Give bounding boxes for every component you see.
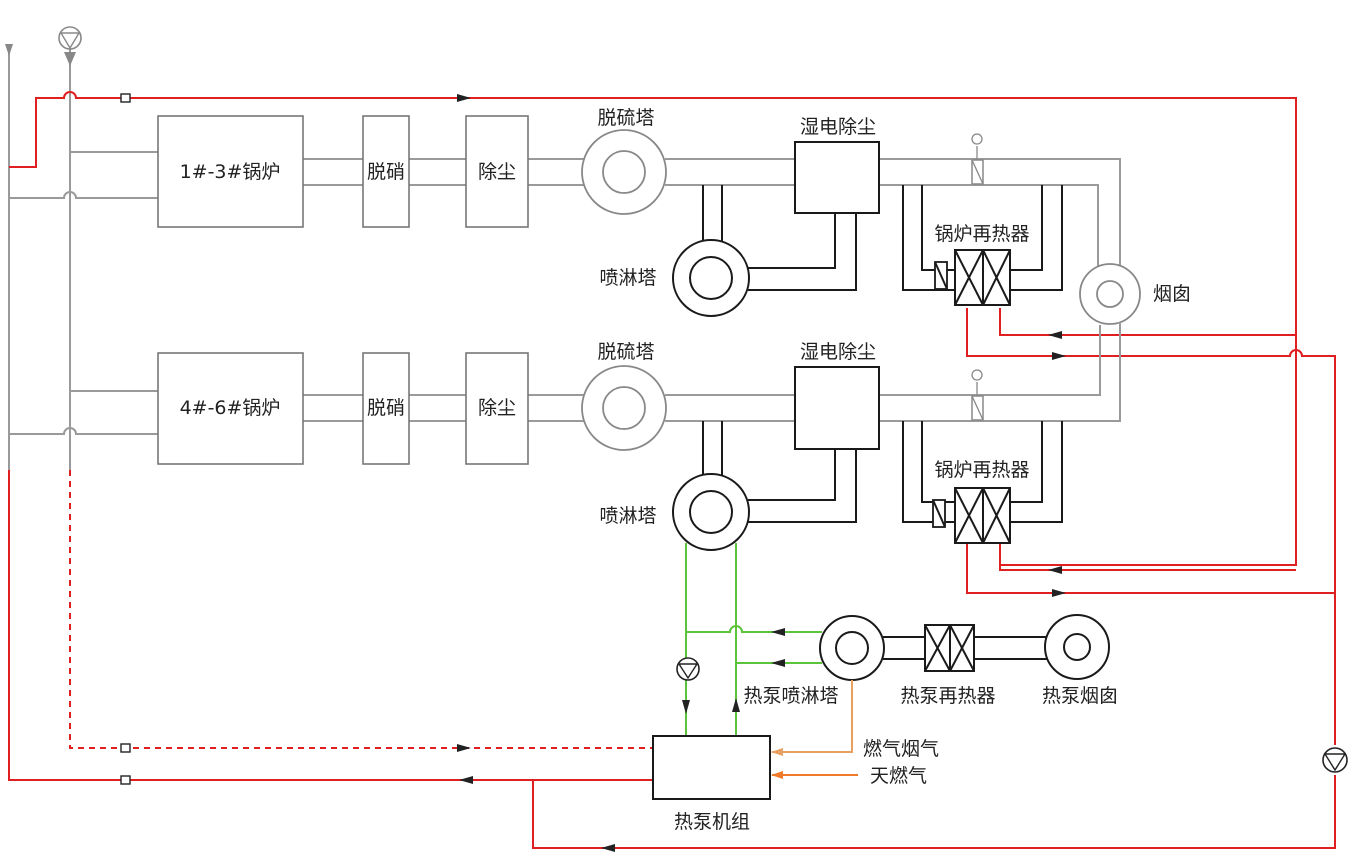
line1-denitration bbox=[362, 115, 410, 228]
flow-arrow-icon bbox=[682, 700, 690, 714]
line2-dust-removal bbox=[465, 352, 529, 465]
flue-gas-label: 燃气烟气 bbox=[863, 738, 939, 760]
header-fan-icon bbox=[58, 26, 82, 50]
return-pump-icon bbox=[1322, 747, 1348, 773]
line2-reheater-label: 锅炉再热器 bbox=[934, 459, 1029, 481]
line1-desulfurization-label: 脱硫塔 bbox=[597, 107, 654, 129]
line1-denitration-label: 脱硝 bbox=[367, 161, 405, 183]
line1-boiler-label: 1#-3#锅炉 bbox=[180, 161, 281, 183]
line2-damper-icon bbox=[971, 369, 984, 421]
line1-boiler-reheater bbox=[934, 249, 1011, 306]
flue-gas-exhaust-line bbox=[771, 680, 853, 756]
heat-pump-flue-path bbox=[883, 636, 1050, 660]
natural-gas-label: 天燃气 bbox=[870, 765, 927, 787]
line1-flue-gas-path bbox=[9, 151, 1121, 270]
line1-reheater-label: 锅炉再热器 bbox=[934, 223, 1029, 245]
heat-pump-spray-tower-label: 热泵喷淋塔 bbox=[743, 685, 838, 707]
line2-boiler bbox=[157, 352, 304, 465]
line2-spray-tower bbox=[672, 473, 750, 551]
heat-pump-reheater-label: 热泵再热器 bbox=[900, 685, 995, 707]
line1-boiler bbox=[157, 115, 304, 228]
heat-pump-water-pump-icon bbox=[676, 657, 700, 681]
line2-wet-esp-label: 湿电除尘 bbox=[800, 341, 876, 363]
line2-desulfurization-label: 脱硫塔 bbox=[597, 341, 654, 363]
heat-pump-reheater bbox=[924, 624, 975, 672]
line1-wet-esp-label: 湿电除尘 bbox=[800, 116, 876, 138]
line2-boiler-label: 4#-6#锅炉 bbox=[180, 397, 281, 419]
flow-arrow-icon bbox=[732, 698, 740, 712]
line1-wet-esp bbox=[794, 141, 880, 214]
line1-desulfurization-tower bbox=[581, 129, 667, 215]
line1-dust-removal bbox=[465, 115, 529, 228]
valve-icon bbox=[120, 93, 131, 785]
heat-pump-unit-label: 热泵机组 bbox=[674, 811, 750, 833]
line2-denitration bbox=[362, 352, 410, 465]
line1-chimney bbox=[1079, 263, 1141, 325]
line2-boiler-reheater bbox=[932, 487, 1011, 544]
hot-water-loop bbox=[8, 91, 1336, 852]
line2-desulfurization-tower bbox=[581, 365, 667, 451]
supply-return-headers bbox=[5, 30, 76, 470]
line2-wet-esp bbox=[794, 366, 880, 450]
line1-damper-icon bbox=[971, 133, 984, 185]
heat-pump-chimney bbox=[1044, 614, 1110, 680]
line1-dust-removal-label: 除尘 bbox=[478, 161, 516, 183]
heat-pump-water-loop bbox=[685, 543, 822, 736]
heat-pump-chimney-label: 热泵烟囱 bbox=[1042, 685, 1118, 707]
line2-flue-gas-path bbox=[9, 322, 1121, 435]
heat-pump-spray-tower bbox=[819, 615, 885, 681]
line1-spray-tower-label: 喷淋塔 bbox=[599, 267, 656, 289]
line2-denitration-label: 脱硝 bbox=[367, 397, 405, 419]
line1-spray-tower bbox=[672, 239, 750, 317]
heat-pump-unit bbox=[652, 735, 771, 800]
line1-chimney-label: 烟囱 bbox=[1153, 283, 1191, 305]
line2-dust-removal-label: 除尘 bbox=[478, 397, 516, 419]
line2-spray-tower-label: 喷淋塔 bbox=[599, 505, 656, 527]
